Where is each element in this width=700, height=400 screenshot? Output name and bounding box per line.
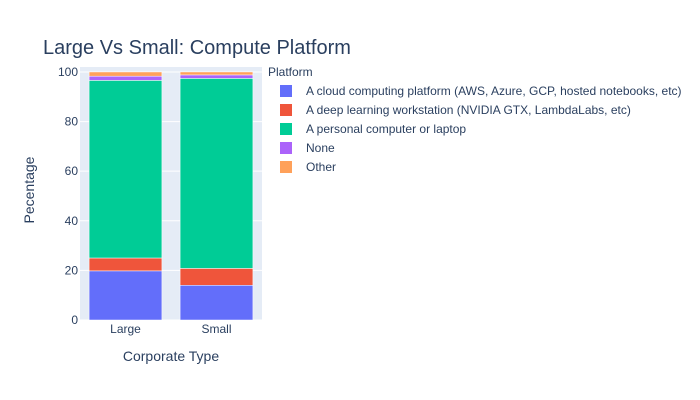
- legend-swatch[interactable]: [280, 85, 292, 97]
- legend-item-label[interactable]: A personal computer or laptop: [306, 122, 466, 136]
- legend-swatch[interactable]: [280, 123, 292, 135]
- bar-segment: [179, 268, 254, 286]
- y-tick-label: 100: [58, 65, 78, 79]
- bar-segment: [88, 270, 163, 321]
- legend-swatch[interactable]: [280, 142, 292, 154]
- x-tick-label: Large: [110, 322, 141, 336]
- bar-segment: [179, 78, 254, 269]
- bars: [88, 71, 254, 321]
- chart-title: Large Vs Small: Compute Platform: [43, 37, 351, 59]
- legend: Platform A cloud computing platform (AWS…: [268, 65, 682, 174]
- bar-segment: [88, 71, 163, 77]
- bar-segment: [179, 285, 254, 321]
- bar-segment: [179, 74, 254, 79]
- legend-item-label[interactable]: A cloud computing platform (AWS, Azure, …: [306, 84, 682, 98]
- y-tick-label: 40: [65, 214, 79, 228]
- y-tick-label: 80: [65, 115, 79, 129]
- legend-item-label[interactable]: A deep learning workstation (NVIDIA GTX,…: [306, 103, 631, 117]
- legend-title: Platform: [268, 65, 313, 79]
- legend-swatch[interactable]: [280, 161, 292, 173]
- y-axis-title: Pecentage: [21, 156, 37, 223]
- x-axis-title: Corporate Type: [123, 348, 219, 364]
- bar-segment: [88, 80, 163, 259]
- y-axis-ticks: 0 20 40 60 80 100: [58, 65, 78, 327]
- bar-segment: [88, 257, 163, 272]
- y-tick-label: 20: [65, 263, 79, 277]
- x-tick-label: Small: [201, 322, 231, 336]
- legend-swatch[interactable]: [280, 104, 292, 116]
- x-axis-ticks: Large Small: [110, 322, 231, 336]
- legend-item-label[interactable]: Other: [306, 160, 336, 174]
- y-tick-label: 60: [65, 164, 79, 178]
- y-tick-label: 0: [71, 313, 78, 327]
- bar-segment: [88, 75, 163, 81]
- legend-item-label[interactable]: None: [306, 141, 335, 155]
- bar-segment: [179, 71, 254, 76]
